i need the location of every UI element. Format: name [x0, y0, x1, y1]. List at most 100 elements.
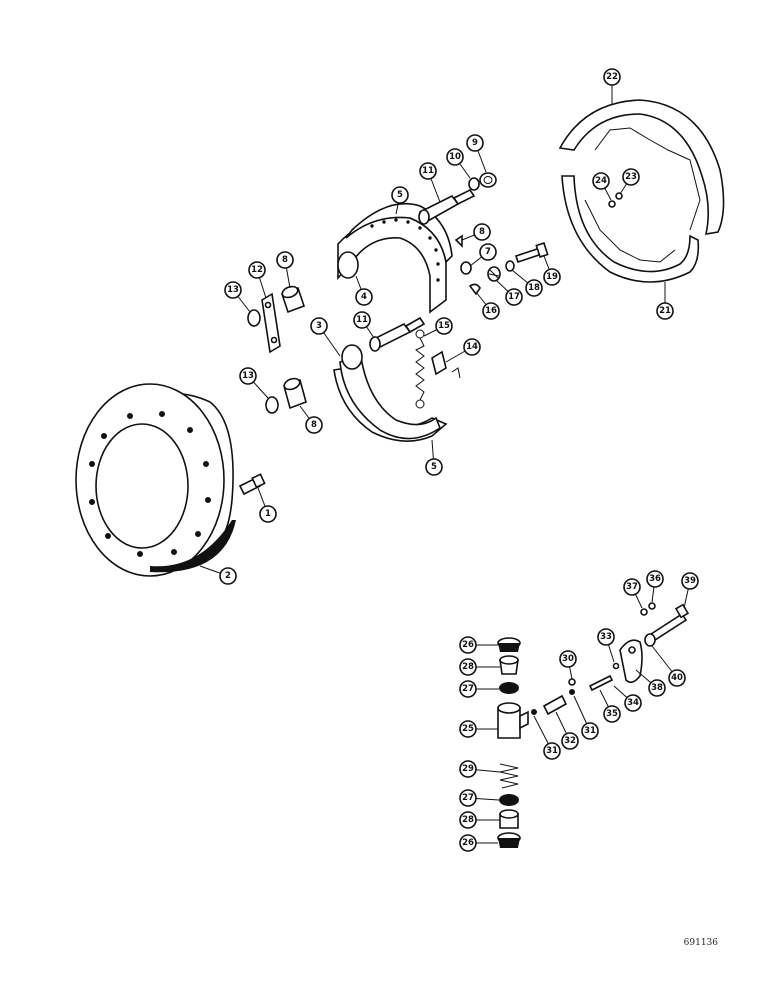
seal-ring-13b: [265, 396, 279, 414]
callout-circle: [623, 578, 641, 596]
callout-circle: [459, 658, 477, 676]
callout-label: 39: [684, 576, 696, 586]
callout-circle: [624, 694, 642, 712]
callout-circle: [259, 505, 277, 523]
callout-label: 27: [462, 684, 474, 694]
callout-label: 33: [600, 632, 612, 642]
callout-washer: 40: [668, 669, 686, 687]
callout-circle: [543, 268, 561, 286]
callout-circle: [219, 567, 237, 585]
callout-label: 22: [606, 72, 618, 82]
callout-label: 5: [431, 462, 437, 472]
callout-circle: [581, 722, 599, 740]
callout-circle: [459, 720, 477, 738]
callout-circle: [239, 367, 257, 385]
callout-label: 34: [627, 698, 639, 708]
dust-shield-upper: [558, 99, 725, 235]
callout-label: 31: [546, 746, 558, 756]
callout-label: 37: [626, 582, 638, 592]
callout-circle: [597, 628, 615, 646]
callout-label: 30: [562, 654, 574, 664]
callout-circle: [559, 650, 577, 668]
callout-label: 2: [225, 571, 231, 581]
link-plate: [261, 292, 281, 354]
washer-10: [468, 177, 480, 191]
callout-label: 14: [466, 342, 478, 352]
callout-circle: [435, 317, 453, 335]
callout-circle: [466, 134, 484, 152]
callout-washer: 18: [525, 279, 543, 297]
nut-9: [479, 172, 497, 188]
brake-drum: [75, 383, 236, 577]
callout-circle: [276, 251, 294, 269]
callout-cup: 27: [459, 789, 477, 807]
callout-circle: [622, 168, 640, 186]
callout-label: 11: [422, 166, 434, 176]
callout-label: 38: [651, 683, 663, 693]
dust-shield-lower: [561, 175, 700, 283]
callout-piston: 28: [459, 658, 477, 676]
callout-label: 24: [595, 176, 607, 186]
callout-nut: 36: [646, 570, 664, 588]
callout-circle: [479, 243, 497, 261]
callout-shield-nut: 24: [592, 172, 610, 190]
callout-label: 26: [462, 640, 474, 650]
callout-circle: [446, 148, 464, 166]
callout-label: 17: [508, 292, 520, 302]
callout-circle: [505, 288, 523, 306]
callout-circle: [473, 223, 491, 241]
callout-label: 13: [227, 285, 239, 295]
callout-anchor-pin-lower: 11: [353, 311, 371, 329]
callout-seal-ring: 13: [224, 281, 242, 299]
callout-anchor-pin-upper: 11: [419, 162, 437, 180]
drawing-number: 691136: [684, 938, 719, 948]
callout-small-pin: 8: [473, 223, 491, 241]
drum-bolt: [238, 473, 266, 496]
anchor-pin-lower: [369, 316, 426, 352]
callout-label: 1: [265, 509, 271, 519]
callout-brake-drum: 2: [219, 567, 237, 585]
callout-circle: [355, 288, 373, 306]
callout-brake-shoe-lower: 3: [310, 317, 328, 335]
callout-adjuster-spring: 17: [505, 288, 523, 306]
bushing-upper: [280, 285, 306, 314]
callout-circle: [419, 162, 437, 180]
callout-label: 40: [671, 673, 683, 683]
brake-shoe-upper: [337, 202, 453, 314]
callout-circle: [459, 760, 477, 778]
callout-shield-bolt: 23: [622, 168, 640, 186]
callout-circle: [543, 742, 561, 760]
callout-label: 10: [449, 152, 461, 162]
return-spring: [415, 329, 425, 409]
callout-label: 15: [438, 321, 450, 331]
callout-circle: [459, 811, 477, 829]
wheel-cylinder-group: [497, 602, 690, 848]
callout-circle: [459, 789, 477, 807]
callout-circle: [425, 458, 443, 476]
callout-label: 23: [625, 172, 637, 182]
callout-label: 3: [316, 321, 322, 331]
callout-adjuster-nut: 7: [479, 243, 497, 261]
callout-label: 18: [528, 283, 540, 293]
callout-bleeder-screw: 32: [561, 732, 579, 750]
callout-label: 8: [479, 227, 485, 237]
callout-eccentric: 35: [603, 705, 621, 723]
callout-drum-bolt: 1: [259, 505, 277, 523]
callout-clip: 16: [482, 302, 500, 320]
callout-dust-shield-upper: 22: [603, 68, 621, 86]
callout-spring-pin: 34: [624, 694, 642, 712]
callout-circle: [459, 636, 477, 654]
callout-circle: [459, 680, 477, 698]
callout-bushing: 8: [276, 251, 294, 269]
callout-seal-ring: 13: [239, 367, 257, 385]
callout-circle: [603, 68, 621, 86]
callout-cam-bolt: 39: [681, 572, 699, 590]
callout-brake-shoe-upper: 4: [355, 288, 373, 306]
callout-label: 9: [472, 138, 478, 148]
seal-ring-13a: [247, 309, 261, 327]
callout-circle: [248, 261, 266, 279]
callout-circle: [310, 317, 328, 335]
callout-circle: [648, 679, 666, 697]
callout-label: 8: [311, 420, 317, 430]
callout-circle: [681, 572, 699, 590]
